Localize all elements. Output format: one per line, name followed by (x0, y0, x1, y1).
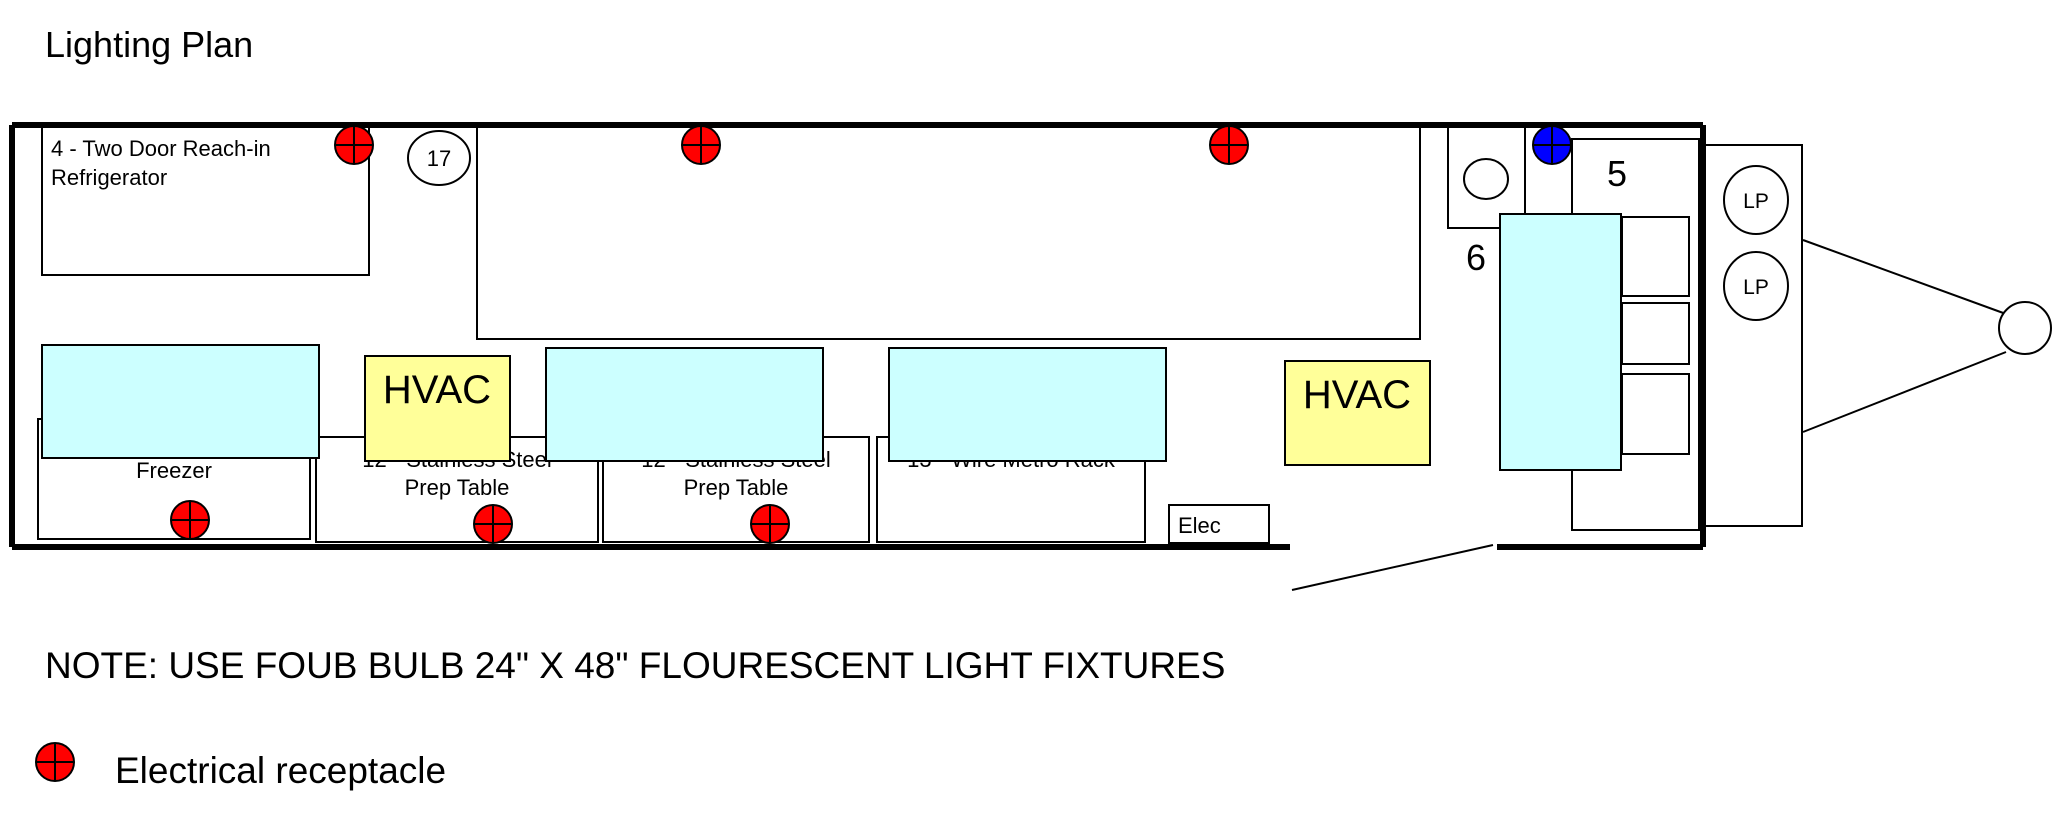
light-fixture-2 (545, 347, 824, 462)
receptacle-icon (334, 125, 374, 165)
lp-tank-top-label: LP (1743, 190, 1769, 213)
callout-5-label: 5 (1607, 153, 1627, 194)
receptacle-icon (681, 125, 721, 165)
lp-tank-bottom-label: LP (1743, 276, 1769, 299)
electrical-receptacles (170, 125, 1572, 544)
receptacle-blue-icon (1532, 125, 1572, 165)
equipment-5-compartment-1 (1621, 216, 1690, 297)
prep-table-right-label-line2: Prep Table (684, 475, 789, 500)
callout-17 (407, 130, 471, 186)
light-fixture-3 (888, 347, 1167, 462)
receptacle-icon (1209, 125, 1249, 165)
receptacle-icon (170, 500, 210, 540)
trailer-walls (9, 122, 1706, 550)
light-fixture-4 (1499, 213, 1622, 471)
hitch-tongue-upper (1802, 239, 2007, 315)
refrigerator-label-line1: 4 - Two Door Reach-in (51, 136, 271, 161)
hvac-unit-right-label: HVAC (1303, 373, 1411, 417)
receptacle-icon (473, 504, 513, 544)
refrigerator-box (41, 126, 370, 276)
hitch-ball (1998, 301, 2052, 355)
plan-note: NOTE: USE FOUB BULB 24" X 48" FLOURESCEN… (45, 645, 1225, 686)
legend-receptacle-label: Electrical receptacle (115, 750, 446, 791)
plan-title: Lighting Plan (45, 24, 253, 65)
callout-6-label: 6 (1466, 237, 1486, 278)
elec-panel-box (1168, 504, 1270, 544)
hvac-unit-right (1284, 360, 1431, 466)
equipment-5-compartment-2 (1621, 302, 1690, 365)
receptacle-icon (750, 504, 790, 544)
equipment-5-compartment-3 (1621, 373, 1690, 455)
refrigerator-label-line2: Refrigerator (51, 165, 167, 190)
legend-receptacle-icon (35, 742, 75, 782)
freezer-label: Freezer (136, 458, 212, 483)
lp-tank-bottom (1723, 251, 1789, 321)
top-counter-box (476, 126, 1421, 340)
light-fixture-1 (41, 344, 320, 459)
prep-table-left-label-line2: Prep Table (405, 475, 510, 500)
light-fixtures (41, 213, 1622, 471)
hitch-tongue-lower (1802, 351, 2007, 433)
hvac-unit-left (364, 355, 511, 462)
callout-17-label: 17 (427, 146, 451, 171)
elec-panel-label: Elec (1178, 513, 1221, 538)
legend: Electrical receptacle (35, 742, 446, 791)
equipment-6-circle (1463, 158, 1509, 200)
lp-tank-top (1723, 165, 1789, 235)
hvac-unit-left-label: HVAC (383, 368, 491, 412)
door-swing-line (1291, 544, 1494, 591)
